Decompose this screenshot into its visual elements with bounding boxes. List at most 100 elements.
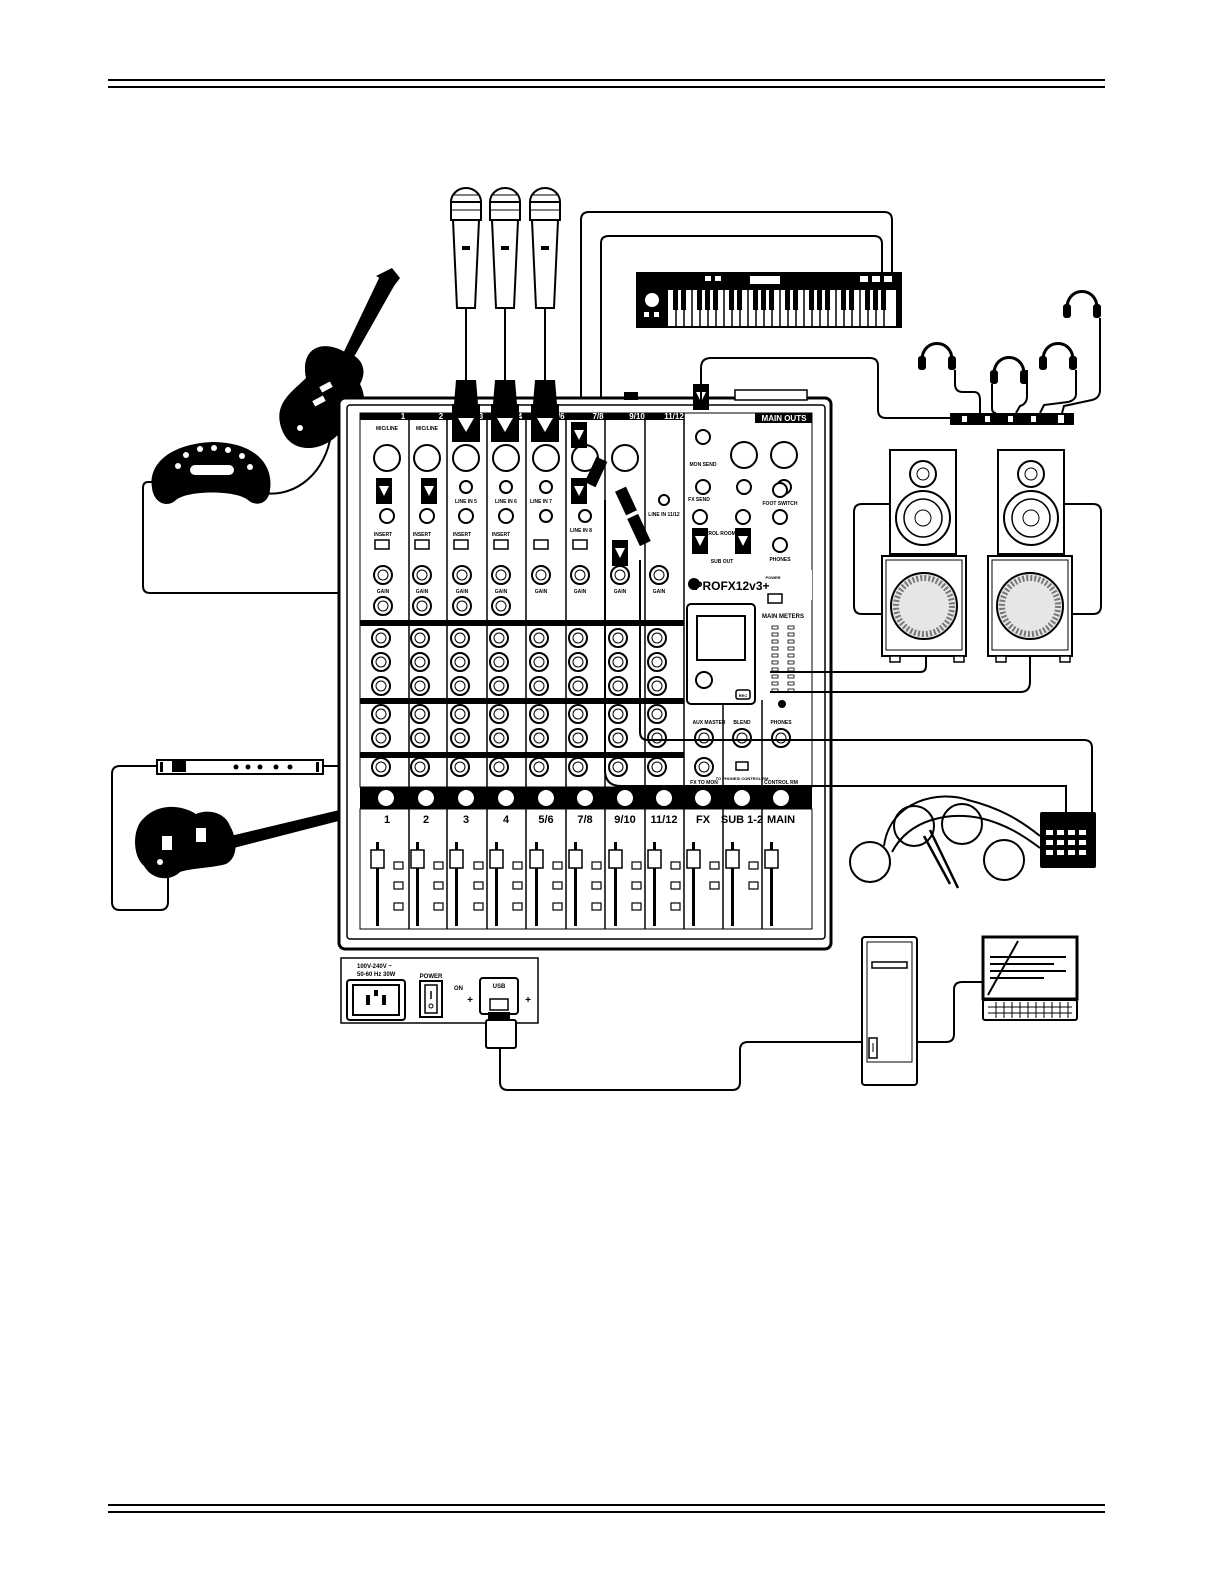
sub-out-label: SUB OUT: [711, 559, 734, 565]
gain-label: GAIN: [416, 589, 429, 595]
comp-label: COMP: [376, 620, 392, 626]
rec-label: REC: [739, 693, 748, 698]
microphone-icon: [529, 187, 561, 309]
headphones-icon: [1037, 342, 1079, 372]
top-channel-number: 9/10: [629, 412, 645, 421]
effects-pedal-icon: [151, 442, 271, 504]
mic-line-labels: MIC/LINE MIC/LINE: [376, 426, 439, 432]
diagonal-plugs: [584, 456, 651, 547]
speaker-cables: [770, 503, 1102, 693]
top-channel-number: 2: [439, 412, 444, 421]
gain-label: GAIN: [495, 589, 508, 595]
drum-module: [1040, 812, 1096, 868]
main-meters-label: MAIN METERS: [762, 614, 804, 620]
rack-unit-icon: [156, 759, 324, 775]
fader-tracks: [376, 842, 773, 926]
channel-number: 9/10: [614, 814, 635, 826]
top-channel-numbers: 1 2 3 4 5/6 7/8 9/10 11/12: [401, 412, 685, 421]
channel-number: 11/12: [651, 814, 678, 826]
main-outs-label: MAIN OUTS: [762, 414, 808, 423]
power-switch-label: POWER: [420, 974, 443, 980]
laptop-icon: [981, 935, 1079, 1021]
mic-line-label: MIC/LINE: [376, 426, 399, 432]
drum-pad-icon: [849, 795, 1041, 889]
xlr-plugs: [452, 380, 559, 442]
line-jacks: [379, 480, 670, 524]
subwoofer: [988, 556, 1072, 656]
usb-cable: [499, 1041, 862, 1091]
line-in-label: LINE IN 5: [455, 499, 477, 505]
plus-symbol: +: [525, 995, 531, 1006]
bass-guitar-icon: [135, 796, 370, 879]
line-in-11-12-label: LINE IN 11/12: [648, 512, 680, 518]
gain-label: GAIN: [614, 589, 627, 595]
gain-labels: GAIN GAIN GAIN GAIN GAIN GAIN GAIN GAIN …: [376, 589, 666, 626]
headphone-cables: [700, 318, 1101, 419]
control-room-label: CONTROL ROOM: [694, 531, 736, 537]
top-channel-number: 1: [401, 412, 406, 421]
desktop-computer-icon: [861, 936, 918, 1086]
microphone-icon: [450, 187, 482, 309]
mon-send-label: MON SEND: [690, 462, 717, 468]
studio-monitor-icon: [889, 449, 957, 555]
blend-label: BLEND: [733, 720, 751, 726]
line-in-label: LINE IN 8: [570, 528, 592, 534]
gain-label: GAIN: [377, 589, 390, 595]
pedal-cable: [142, 481, 385, 594]
plus-symbol: +: [467, 995, 473, 1006]
laptop-cable: [917, 981, 983, 1043]
channel-number: 4: [503, 814, 510, 826]
channel-number: 5/6: [538, 814, 553, 826]
xlr-inputs: [373, 444, 639, 472]
headphones-icon: [988, 356, 1030, 386]
comp-label: COMP: [455, 620, 471, 626]
keyboard-cables: [580, 211, 893, 420]
aux-master-label: AUX MASTER: [692, 720, 725, 726]
frequency-label: 50-60 Hz 30W: [357, 972, 396, 978]
gain-label: GAIN: [574, 589, 587, 595]
microphone-icon: [489, 187, 521, 309]
foot-switch-label: FOOT SWITCH: [763, 501, 798, 507]
headphones-icon: [916, 342, 958, 372]
channel-numbers: 1 2 3 4 5/6 7/8 9/10 11/12 FX SUB 1-2 MA…: [384, 814, 795, 826]
power-led-label: POWER: [765, 575, 780, 580]
speaker-feet: [889, 655, 1071, 663]
headphones-icon: [1061, 290, 1103, 320]
comp-label: COMP: [415, 620, 431, 626]
line-in-label: LINE IN 7: [530, 499, 552, 505]
insert-label: INSERT: [453, 532, 471, 538]
channel-number: MAIN: [767, 814, 795, 826]
brand-logo: PROFX12v3+: [694, 579, 769, 593]
channel-number: 7/8: [577, 814, 592, 826]
insert-label: INSERT: [492, 532, 510, 538]
control-rm-label: CONTROL RM: [764, 780, 798, 786]
channel-number: FX: [696, 814, 711, 826]
top-rule-thin: [108, 86, 1105, 88]
mic-line-label: MIC/LINE: [416, 426, 439, 432]
fader-caps: [370, 849, 779, 869]
headphone-amp: [950, 413, 1074, 425]
lowcut-switches: [374, 539, 588, 550]
rear-panel: 100V-240V ~ 50-60 Hz 30W POWER ON + + US…: [340, 957, 539, 1049]
mute-buttons: [376, 788, 791, 808]
gain-label: GAIN: [653, 589, 666, 595]
voltage-label: 100V-240V ~: [357, 964, 392, 970]
top-channel-number: 3: [479, 412, 484, 421]
phones-label: PHONES: [769, 557, 791, 563]
top-channel-number: 11/12: [664, 412, 684, 421]
channel-dividers: [408, 413, 763, 929]
on-label: ON: [454, 986, 463, 992]
gain-label: GAIN: [456, 589, 469, 595]
line-in-label: LINE IN 6: [495, 499, 517, 505]
insert-label: INSERT: [413, 532, 431, 538]
to-phones-label: TO PHONES/ CONTROL RM: [716, 776, 769, 781]
top-channel-number: 7/8: [592, 412, 604, 421]
fx-to-mon-label: FX TO MON: [690, 780, 718, 786]
bottom-rule-thin: [108, 1511, 1105, 1513]
channel-number: SUB 1-2: [721, 814, 763, 826]
assign-buttons: [393, 861, 759, 911]
bottom-rule-thick: [108, 1504, 1105, 1506]
top-rule-thick: [108, 79, 1105, 81]
top-channel-number: 4: [518, 412, 523, 421]
